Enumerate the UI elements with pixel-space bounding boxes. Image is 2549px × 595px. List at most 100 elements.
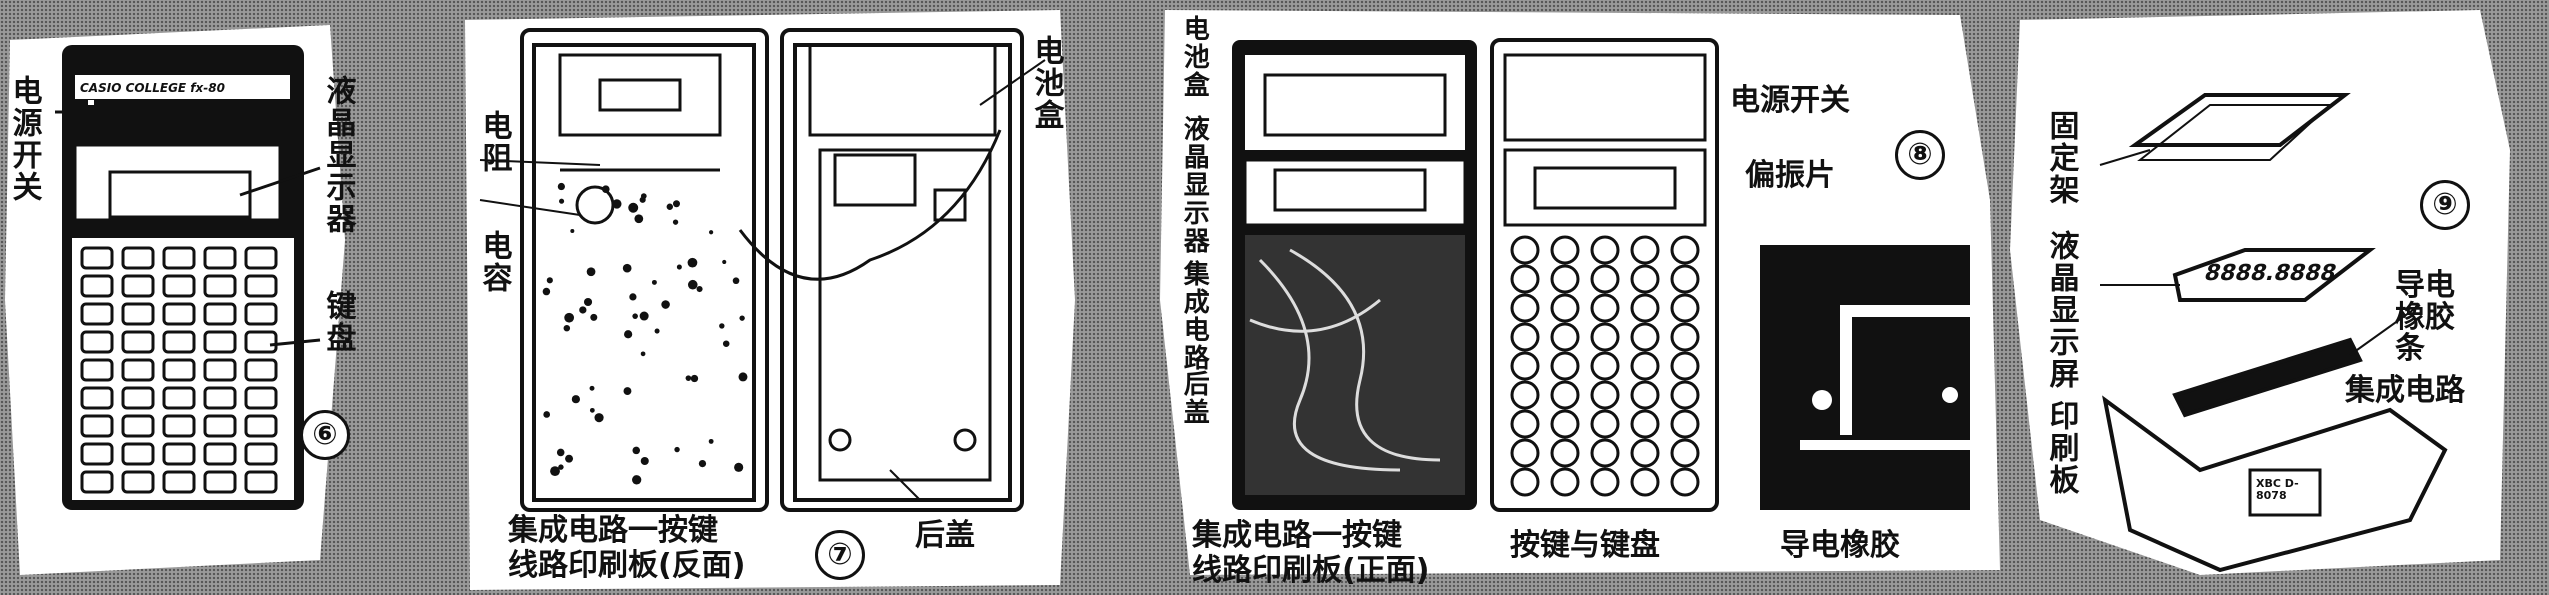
calculator-key (80, 246, 114, 270)
key-button (1590, 438, 1620, 468)
solder-point (632, 446, 641, 455)
label-battery-box-8: 电池盒 (1179, 15, 1210, 99)
solder-point (565, 454, 574, 463)
label-power-switch-8: 电源开关 (1730, 83, 1850, 118)
calculator-key (162, 274, 196, 298)
calculator-key (244, 442, 278, 466)
solder-point (623, 387, 632, 396)
figure-number-6: ⑥ (300, 410, 350, 460)
calculator-key (162, 302, 196, 326)
key-button (1670, 322, 1700, 352)
solder-point (589, 407, 595, 413)
key-button (1510, 293, 1540, 323)
solder-point (602, 185, 610, 193)
key-button (1550, 380, 1580, 410)
solder-point (557, 182, 565, 191)
solder-point (722, 340, 730, 347)
key-button (1550, 467, 1580, 497)
key-button (1590, 467, 1620, 497)
calculator-key (244, 274, 278, 298)
solder-point (632, 475, 642, 485)
panel-7 (465, 10, 1075, 590)
key-button (1550, 351, 1580, 381)
solder-point (571, 395, 580, 404)
label-bracket: 固定架 (2043, 110, 2079, 206)
calculator-key (121, 246, 155, 270)
keypad-panel (1490, 38, 1719, 512)
label-pcb: 印刷板 (2043, 400, 2079, 496)
key-button (1630, 293, 1660, 323)
calculator-key (203, 470, 237, 494)
figure-number-8: ⑧ (1895, 130, 1945, 180)
solder-point (672, 219, 679, 225)
key-button (1550, 293, 1580, 323)
key-button (1590, 264, 1620, 294)
key-button (1510, 235, 1540, 265)
solder-point (661, 300, 670, 309)
calculator-key (80, 274, 114, 298)
key-button (1630, 467, 1660, 497)
exploded-view (2099, 93, 2448, 573)
key-button (1550, 438, 1580, 468)
label-ic-9: 集成电路 (2345, 373, 2465, 408)
solder-point (550, 466, 560, 477)
calculator-key (244, 330, 278, 354)
back-cover (738, 28, 1046, 512)
key-button (1550, 264, 1580, 294)
label-polarizer: 偏振片 (1745, 158, 1835, 193)
solder-point (654, 328, 660, 334)
figure-number-9: ⑨ (2420, 180, 2470, 230)
calculator-key (121, 274, 155, 298)
label-battery-box: 电池盒 (1028, 35, 1064, 131)
solder-point (622, 263, 632, 273)
solder-point (732, 277, 740, 285)
calculator-key (203, 442, 237, 466)
solder-point (651, 279, 657, 285)
calculator-key (203, 386, 237, 410)
key-button (1590, 351, 1620, 381)
solder-point (734, 462, 744, 472)
solder-point (594, 413, 604, 423)
calculator-key (162, 442, 196, 466)
key-button (1630, 438, 1660, 468)
solder-point (634, 214, 644, 224)
solder-point (696, 285, 703, 293)
label-ic-8: 集成电路 (1179, 260, 1210, 372)
label-pcb-front-line1: 集成电路一按键 (1192, 518, 1402, 553)
solder-point (687, 279, 698, 290)
solder-point (624, 330, 633, 339)
key-button (1670, 380, 1700, 410)
key-button (1670, 438, 1700, 468)
solder-point (579, 306, 587, 314)
label-resistor: 电阻 (476, 110, 512, 174)
pcb-back (479, 28, 769, 512)
key-button (1590, 322, 1620, 352)
label-conductive-strip: 导电橡胶条 (2395, 268, 2455, 366)
key-button (1590, 235, 1620, 265)
solder-point (674, 446, 680, 453)
conductive-rubber-sheet (1760, 245, 1970, 510)
label-conductive-rubber: 导电橡胶 (1780, 528, 1900, 563)
calculator-key (80, 330, 114, 354)
solder-point (590, 313, 598, 321)
label-lcd-screen: 液晶显示屏 (2043, 230, 2079, 390)
calculator-key (203, 414, 237, 438)
solder-point (632, 313, 638, 319)
key-button (1670, 293, 1700, 323)
calculator-key (162, 358, 196, 382)
label-pcb-back-line1: 集成电路一按键 (508, 513, 718, 548)
solder-point (543, 411, 551, 418)
calculator-key (203, 302, 237, 326)
key-button (1630, 235, 1660, 265)
key-button (1510, 264, 1540, 294)
key-button (1670, 351, 1700, 381)
calculator-key (162, 386, 196, 410)
key-button (1670, 235, 1700, 265)
label-back-cover: 后盖 (915, 518, 975, 553)
solder-point (556, 448, 565, 457)
calculator-key (244, 470, 278, 494)
key-button (1590, 380, 1620, 410)
key-button (1630, 351, 1660, 381)
calculator-key (244, 414, 278, 438)
calculator-key (121, 386, 155, 410)
